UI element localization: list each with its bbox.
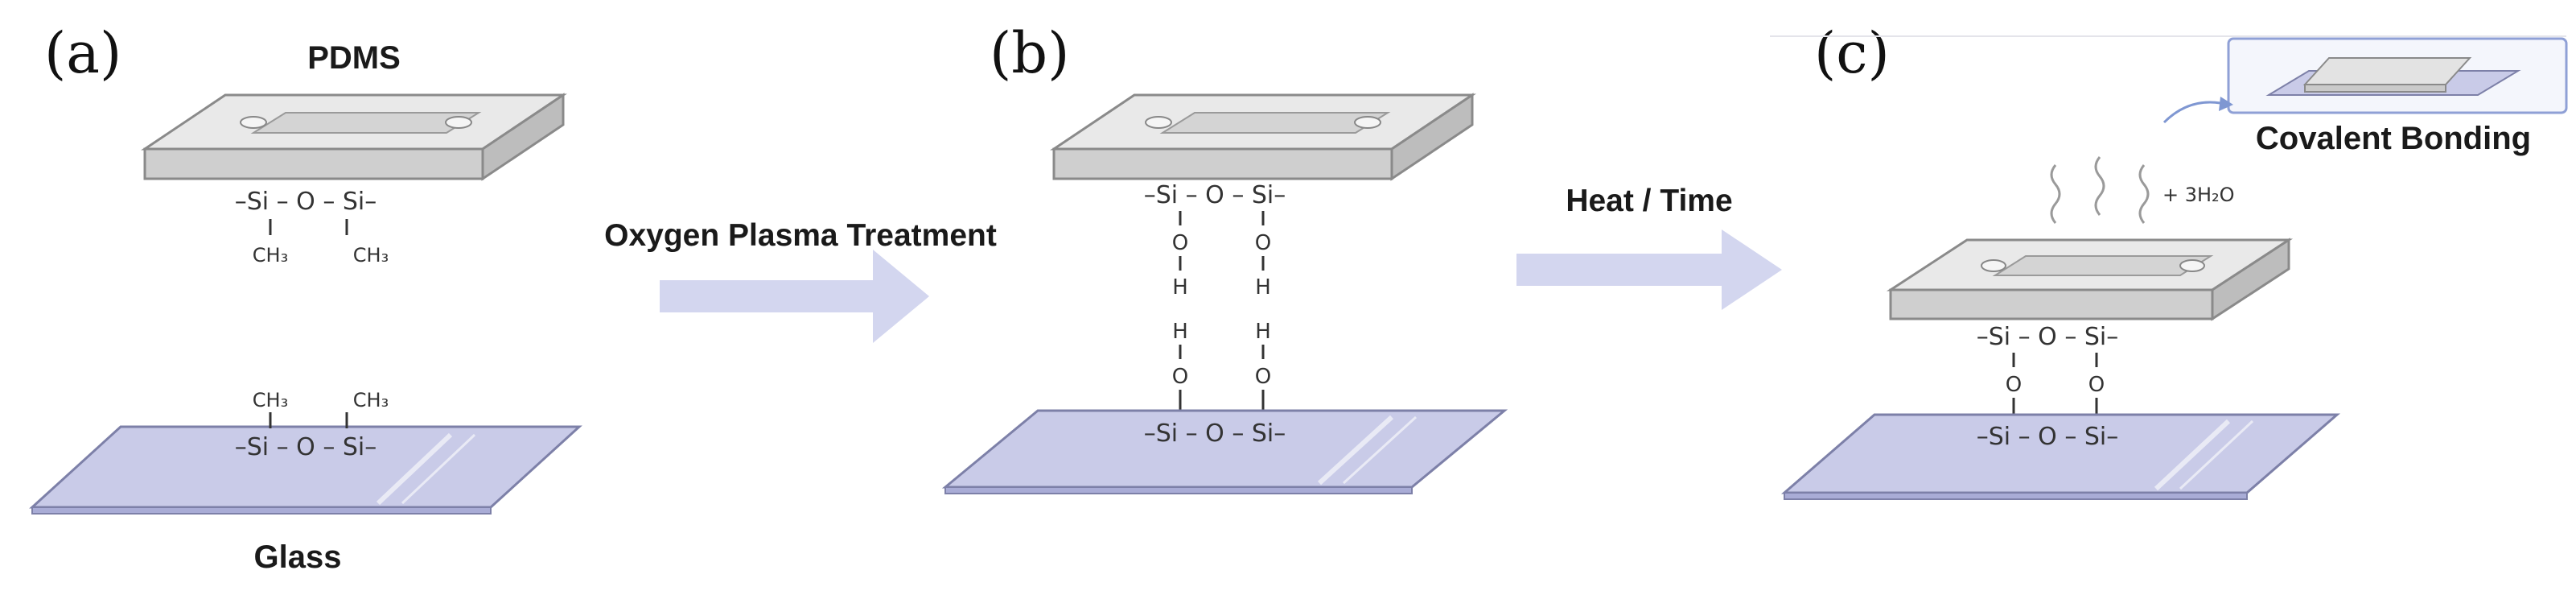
svg-text:O: O — [2088, 373, 2105, 397]
glass-label: Glass — [254, 539, 342, 575]
svg-text:H: H — [1172, 275, 1188, 300]
glass-surface-formula-b: H H O O — [1172, 320, 1271, 411]
pdms-block-a — [141, 93, 567, 181]
glass-surface-formula-a: CH₃ CH₃ –Si – O – Si– — [235, 389, 389, 461]
glass-formula-b-line: –Si – O – Si– — [1144, 419, 1286, 448]
arrow-2 — [1516, 229, 1782, 310]
panel-a-letter: (a) — [44, 20, 121, 86]
pdms-block-b — [1050, 93, 1476, 181]
water-vapor-squiggles — [2050, 156, 2150, 224]
glass-slide-c — [1780, 413, 2341, 500]
water-byproduct: + 3H₂O — [2162, 184, 2235, 206]
pdms-surface-formula-b: –Si – O – Si– O O H H — [1144, 181, 1286, 300]
svg-text:–Si – O – Si–: –Si – O – Si– — [1144, 181, 1286, 209]
inset-pointer-arrow — [2162, 97, 2233, 124]
svg-text:O: O — [1255, 231, 1271, 255]
covalent-bonding-label: Covalent Bonding — [2256, 121, 2531, 156]
covalent-bonding-inset — [2227, 37, 2568, 114]
svg-text:–Si – O – Si–: –Si – O – Si– — [235, 433, 377, 461]
panel-b-letter: (b) — [990, 20, 1069, 86]
pdms-surface-formula-a: –Si – O – Si– CH₃ CH₃ — [235, 188, 389, 267]
svg-text:–Si – O – Si–: –Si – O – Si– — [235, 188, 377, 216]
glass-slide-b — [941, 409, 1508, 494]
svg-text:O: O — [1172, 365, 1188, 389]
svg-text:–Si – O – Si–: –Si – O – Si– — [1977, 323, 2119, 351]
pdms-label: PDMS — [307, 40, 401, 76]
arrow-1-label: Oxygen Plasma Treatment — [604, 218, 997, 253]
svg-text:O: O — [1172, 231, 1188, 255]
svg-text:H: H — [1255, 275, 1271, 300]
panel-c-letter: (c) — [1814, 20, 1890, 86]
bonded-interface-formula-c: –Si – O – Si– O O — [1977, 323, 2119, 417]
svg-text:O: O — [1255, 365, 1271, 389]
arrow-2-label: Heat / Time — [1566, 184, 1732, 218]
glass-formula-c-line: –Si – O – Si– — [1977, 423, 2119, 451]
svg-text:CH₃: CH₃ — [253, 389, 288, 411]
svg-text:H: H — [1255, 320, 1271, 344]
svg-text:O: O — [2006, 373, 2022, 397]
glass-slide-a — [29, 425, 582, 515]
svg-text:CH₃: CH₃ — [353, 244, 389, 267]
svg-text:H: H — [1172, 320, 1188, 344]
svg-text:CH₃: CH₃ — [353, 389, 389, 411]
svg-text:CH₃: CH₃ — [253, 244, 288, 267]
pdms-block-c — [1886, 238, 2294, 321]
arrow-1 — [660, 250, 929, 343]
